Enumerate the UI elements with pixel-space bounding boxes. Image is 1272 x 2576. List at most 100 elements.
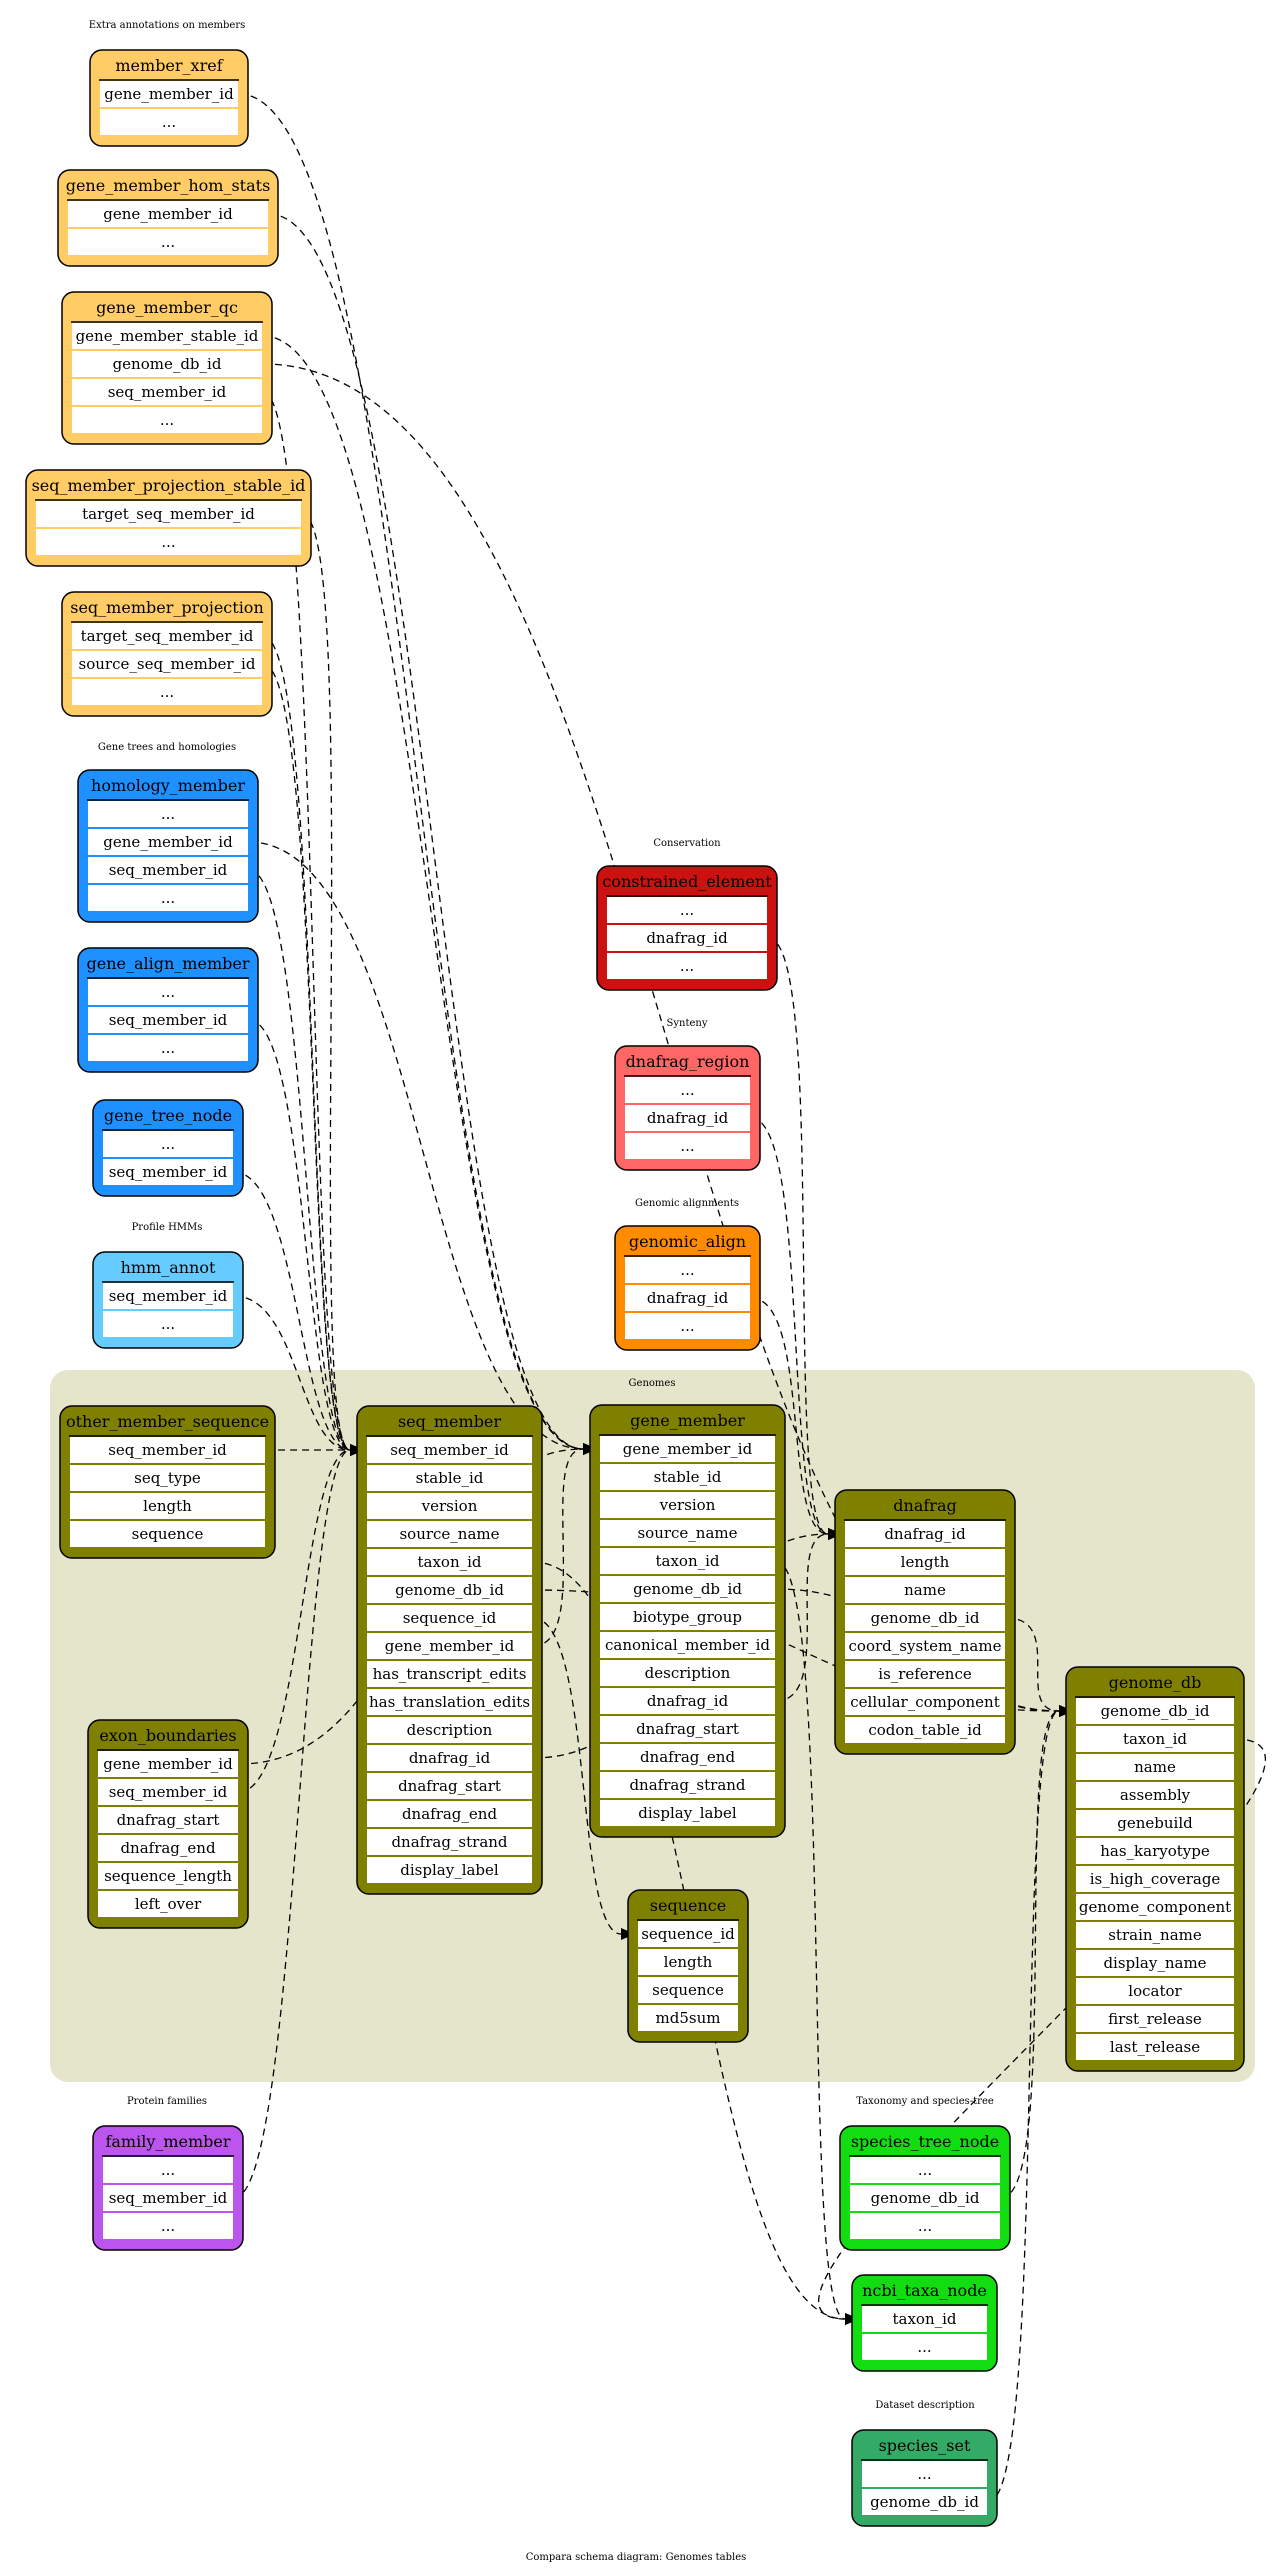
cluster-label-conservation: Conservation (653, 838, 721, 849)
table-title: genome_db (1109, 1673, 1202, 1692)
table-row (1074, 1724, 1236, 1754)
table-title: ncbi_taxa_node (862, 2281, 987, 2300)
table-row (636, 1975, 740, 2005)
table-title: member_xref (115, 56, 223, 75)
table-cell: ... (161, 1315, 175, 1333)
table-gene-member-hom-stats[interactable]: gene_member_hom_statsgene_member_id... (57, 169, 279, 267)
table-title: other_member_sequence (66, 1412, 269, 1431)
table-ncbi-taxa-node[interactable]: ncbi_taxa_nodetaxon_id... (851, 2274, 998, 2372)
table-dnafrag-region[interactable]: dnafrag_region...dnafrag_id... (614, 1045, 761, 1171)
table-cell: ... (161, 533, 175, 551)
table-other-member-sequence[interactable]: other_member_sequenceseq_member_idseq_ty… (59, 1405, 276, 1559)
table-constrained-element[interactable]: constrained_element...dnafrag_id... (596, 865, 778, 991)
table-homology-member[interactable]: homology_member...gene_member_idseq_memb… (77, 769, 259, 923)
table-cell: gene_member_id (103, 1755, 233, 1773)
table-title: seq_member (398, 1412, 501, 1431)
table-cell: has_transcript_edits (373, 1665, 527, 1683)
table-row (68, 1463, 267, 1493)
table-cell: assembly (1120, 1786, 1191, 1804)
table-row (101, 1281, 235, 1311)
table-row (598, 1714, 777, 1744)
edge-seq-member-projection-stable-id-to-seq-member (301, 513, 351, 1451)
table-cell: description (407, 1721, 493, 1739)
table-cell: ... (160, 683, 174, 701)
table-row (598, 1490, 777, 1520)
table-title: dnafrag_region (626, 1052, 750, 1071)
table-cell: genome_db_id (1101, 1702, 1210, 1720)
table-cell: left_over (135, 1895, 202, 1913)
table-cell: seq_member_id (109, 1163, 228, 1181)
table-gene-member-qc[interactable]: gene_member_qcgene_member_stable_idgenom… (61, 291, 273, 445)
table-row (843, 1631, 1007, 1661)
table-row (1074, 1976, 1236, 2006)
edge-seq-member-projection-to-seq-member (262, 663, 351, 1451)
table-cell: has_translation_edits (369, 1693, 530, 1711)
table-genomic-align[interactable]: genomic_align...dnafrag_id... (614, 1225, 761, 1351)
table-dnafrag[interactable]: dnafragdnafrag_idlengthnamegenome_db_idc… (834, 1489, 1016, 1755)
table-row (86, 977, 250, 1007)
table-cell: source_name (637, 1524, 737, 1542)
table-seq-member-projection-stable-id[interactable]: seq_member_projection_stable_idtarget_se… (25, 469, 312, 567)
table-title: species_tree_node (851, 2132, 999, 2151)
table-gene-tree-node[interactable]: gene_tree_node...seq_member_id (92, 1099, 244, 1197)
cluster-label-profile: Profile HMMs (132, 1222, 203, 1233)
table-cell: dnafrag_strand (391, 1833, 507, 1851)
table-row (365, 1519, 534, 1549)
table-cell: seq_member_id (390, 1441, 509, 1459)
table-cell: is_high_coverage (1090, 1870, 1221, 1888)
table-row (623, 1311, 752, 1341)
table-cell: sequence_id (403, 1609, 497, 1627)
edge-seq-member-projection-to-seq-member (262, 635, 351, 1451)
table-gene-align-member[interactable]: gene_align_member...seq_member_id... (77, 947, 259, 1073)
table-row (843, 1547, 1007, 1577)
table-row (1074, 1892, 1236, 1922)
table-row (96, 1749, 240, 1779)
table-cell: ... (161, 889, 175, 907)
edge-genomic-align-to-dnafrag (750, 1297, 829, 1535)
table-row (598, 1770, 777, 1800)
table-title: seq_member_projection_stable_id (32, 476, 306, 495)
table-row (1074, 1948, 1236, 1978)
table-cell: display_label (400, 1861, 499, 1879)
edge-exon-boundaries-to-seq-member (238, 1449, 351, 1793)
table-member-xref[interactable]: member_xrefgene_member_id... (89, 49, 249, 147)
cluster-label-extra: Extra annotations on members (89, 20, 245, 31)
table-cell: ... (680, 957, 694, 975)
edge-gene-member-to-dnafrag (775, 1533, 829, 1702)
table-cell: coord_system_name (849, 1637, 1002, 1655)
table-seq-member-projection[interactable]: seq_member_projectiontarget_seq_member_i… (61, 591, 273, 717)
table-cell: gene_member_stable_id (76, 327, 259, 345)
table-row (96, 1777, 240, 1807)
edge-gene-align-member-to-seq-member (248, 1019, 351, 1451)
table-cell: md5sum (656, 2009, 721, 2027)
table-cell: stable_id (654, 1468, 722, 1486)
table-hmm-annot[interactable]: hmm_annotseq_member_id... (92, 1251, 244, 1349)
edge-species-set-to-genome-db (987, 1710, 1060, 2503)
table-species-set[interactable]: species_set...genome_db_id (851, 2429, 998, 2527)
table-cell: dnafrag_start (117, 1811, 220, 1829)
table-cell: name (1134, 1758, 1176, 1776)
table-row (70, 349, 264, 379)
table-exon-boundaries[interactable]: exon_boundariesgene_member_idseq_member_… (87, 1719, 249, 1929)
table-seq-member[interactable]: seq_memberseq_member_idstable_idversions… (356, 1405, 543, 1895)
table-row (1074, 1808, 1236, 1838)
table-row (96, 1861, 240, 1891)
table-row (34, 527, 303, 557)
table-cell: dnafrag_end (402, 1805, 498, 1823)
table-family-member[interactable]: family_member...seq_member_id... (92, 2125, 244, 2251)
table-species-tree-node[interactable]: species_tree_node...genome_db_id... (839, 2125, 1011, 2251)
table-gene-member[interactable]: gene_membergene_member_idstable_idversio… (589, 1404, 786, 1838)
table-row (605, 923, 769, 953)
table-genome-db[interactable]: genome_dbgenome_db_idtaxon_idnameassembl… (1065, 1666, 1245, 2072)
table-cell: dnafrag_strand (629, 1776, 745, 1794)
edge-genome-db-to-ncbi-taxa-node (818, 1738, 1267, 2320)
edge-gene-member-to-ncbi-taxa-node (775, 1560, 846, 2320)
table-row (623, 1131, 752, 1161)
table-row (101, 1157, 235, 1187)
table-cell: dnafrag_id (647, 1692, 729, 1710)
edge-seq-member-to-gene-member (532, 1448, 584, 1647)
table-row (848, 2211, 1002, 2241)
table-cell: genome_db_id (113, 355, 222, 373)
table-cell: ... (680, 901, 694, 919)
